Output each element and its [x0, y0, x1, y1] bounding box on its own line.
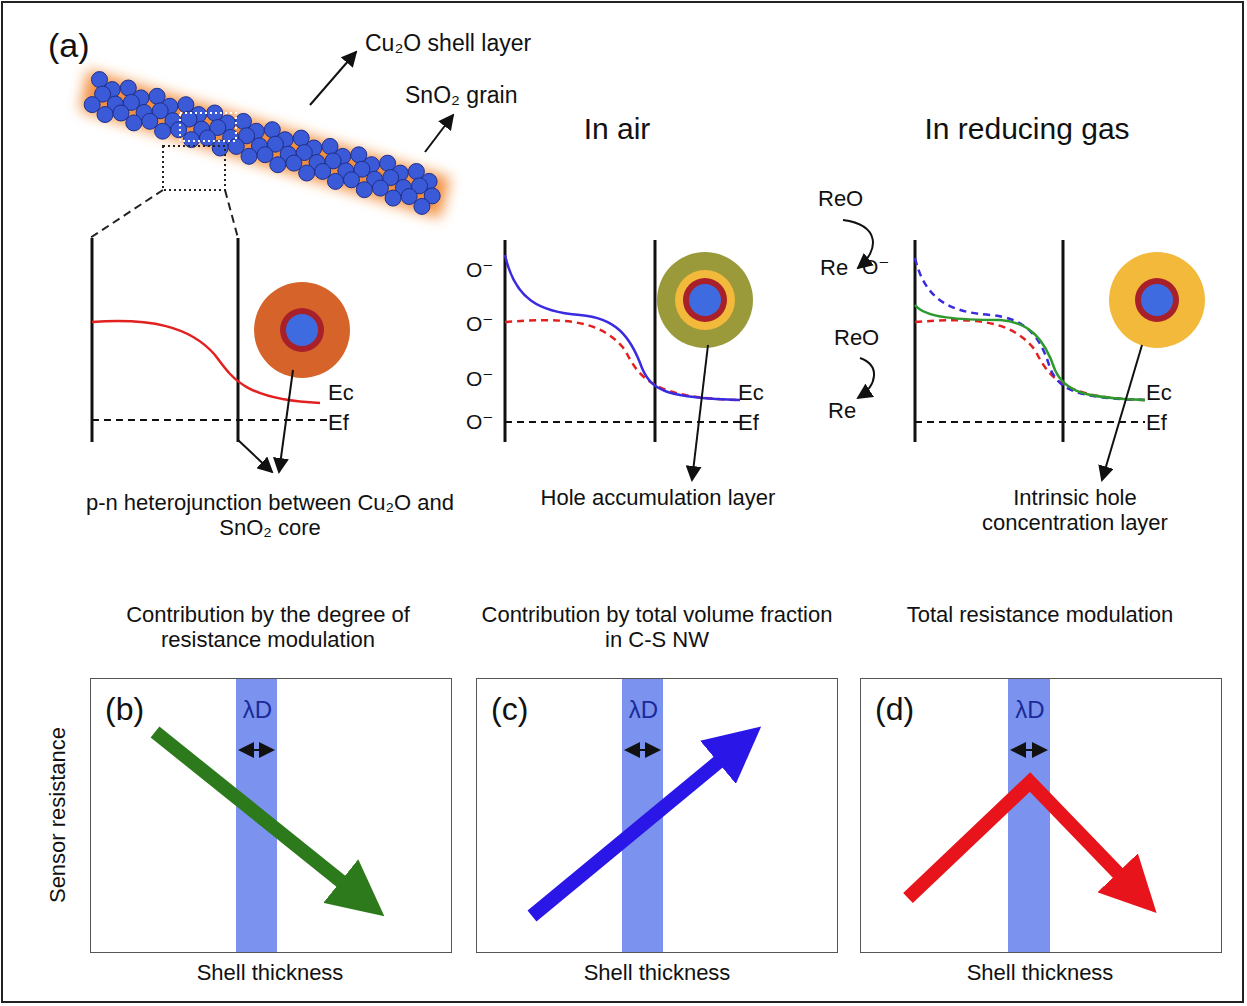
panel-letter: (c)	[491, 691, 528, 728]
debye-band: λD	[1009, 680, 1051, 953]
figure-label: O⁻	[466, 312, 493, 336]
figure-label: O⁻	[466, 410, 493, 434]
figure-label: Hole accumulation layer	[538, 485, 778, 510]
figure-label: O⁻	[466, 258, 493, 282]
figure-label: Contribution by total volume fraction in…	[477, 602, 837, 653]
figure-label: O⁻	[466, 367, 493, 391]
figure-label: Shell thickness	[967, 960, 1114, 985]
figure-label: Re	[820, 255, 848, 280]
panel-letter: (b)	[105, 691, 144, 728]
figure-label: Ec	[1146, 380, 1172, 405]
sno2-grain	[155, 123, 171, 139]
figure-label: Ef	[328, 410, 349, 435]
chart-panel: (b) λD	[90, 678, 452, 953]
sno2-grain	[299, 165, 315, 181]
figure-label: In reducing gas	[924, 112, 1129, 147]
debye-band: λD	[623, 680, 664, 953]
figure-label: Total resistance modulation	[890, 602, 1190, 627]
figure-label: Ef	[738, 410, 759, 435]
sno2-grain	[328, 173, 344, 189]
chart-panel: (d) λD	[860, 678, 1222, 953]
sno2-grain	[270, 157, 286, 173]
figure-label: ReO	[834, 325, 879, 350]
figure-label: Ec	[738, 380, 764, 405]
figure-label: Re	[828, 398, 856, 423]
figure-label: SnO₂ grain	[405, 82, 517, 108]
figure-label: Shell thickness	[197, 960, 344, 985]
figure-label: Ec	[328, 380, 354, 405]
sno2-grain	[414, 198, 430, 214]
sno2-grain	[356, 182, 372, 198]
band-label: λD	[603, 696, 684, 724]
sno2-grain	[126, 115, 142, 131]
band-label: λD	[217, 696, 298, 724]
figure-label: Sensor resistance	[45, 727, 70, 903]
figure-label: O⁻	[862, 255, 889, 279]
sno2-grain	[212, 140, 228, 156]
figure-label: Shell thickness	[584, 960, 731, 985]
figure-label: In air	[584, 112, 651, 147]
figure-label: Contribution by the degree of resistance…	[88, 602, 448, 653]
figure-label: Cu₂O shell layer	[365, 30, 531, 56]
band-label: λD	[989, 696, 1071, 724]
sno2-grain	[97, 107, 113, 123]
sno2-grain	[183, 132, 199, 148]
panel-letter: (d)	[875, 691, 914, 728]
figure-label: Ef	[1146, 410, 1167, 435]
figure-label: p-n heterojunction between Cu₂O and SnO₂…	[80, 490, 460, 541]
sno2-grain	[241, 148, 257, 164]
debye-band: λD	[237, 680, 278, 953]
figure-label: Intrinsic hole concentration layer	[945, 485, 1205, 536]
chart-panel: (c) λD	[476, 678, 838, 953]
figure-label: ReO	[818, 186, 863, 211]
figure-label: (a)	[48, 26, 90, 65]
sno2-grain	[385, 190, 401, 206]
